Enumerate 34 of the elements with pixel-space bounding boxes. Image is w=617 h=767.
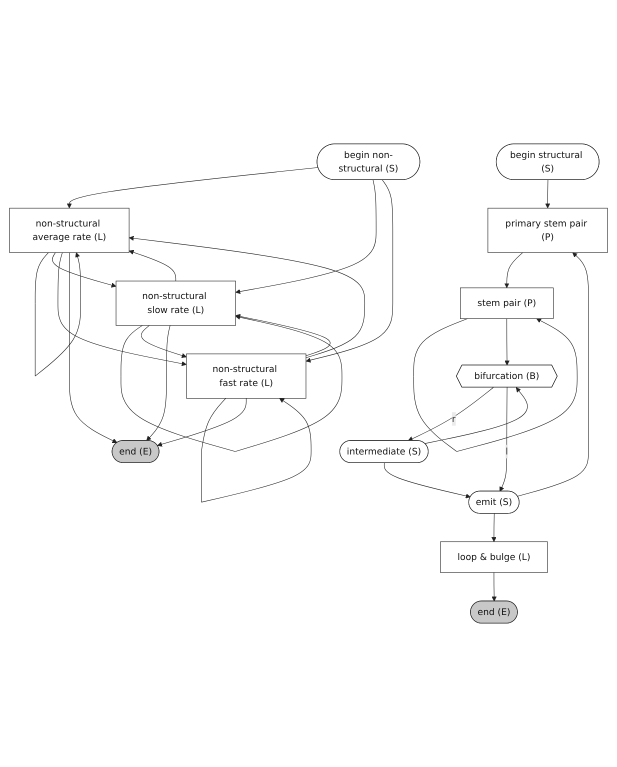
arrow (504, 252, 524, 288)
arrow (157, 398, 246, 447)
arrow (408, 387, 494, 442)
arrow (504, 318, 510, 366)
arrow (120, 314, 342, 452)
arrow (500, 387, 508, 492)
arrow (69, 252, 118, 443)
arrow (235, 314, 330, 356)
node-box: stem pair (P) (460, 288, 554, 319)
arrow (306, 180, 394, 363)
node-box: loop & bulge (L) (440, 541, 548, 573)
node-box: non-structural slow rate (L) (116, 280, 236, 326)
arrow (141, 325, 187, 358)
arrow (128, 236, 366, 358)
arrow (58, 252, 187, 366)
arrow (545, 180, 550, 208)
arrow (413, 318, 578, 452)
arrow (517, 252, 589, 497)
edge-label: r (452, 413, 456, 424)
arrow (424, 387, 528, 444)
edge-label: l (506, 446, 508, 457)
arrow (52, 252, 116, 288)
arrow (492, 572, 497, 602)
arrow (491, 513, 496, 542)
arrow (201, 398, 312, 502)
arrow (235, 180, 376, 294)
node-box: primary stem pair (P) (488, 208, 608, 253)
arrow (128, 250, 176, 282)
arrow (146, 325, 170, 441)
node-box: non-structural fast rate (L) (186, 354, 306, 399)
node-box: non-structural average rate (L) (9, 208, 130, 253)
arrow (34, 252, 81, 376)
arrow (384, 462, 471, 498)
arrow (66, 167, 318, 208)
